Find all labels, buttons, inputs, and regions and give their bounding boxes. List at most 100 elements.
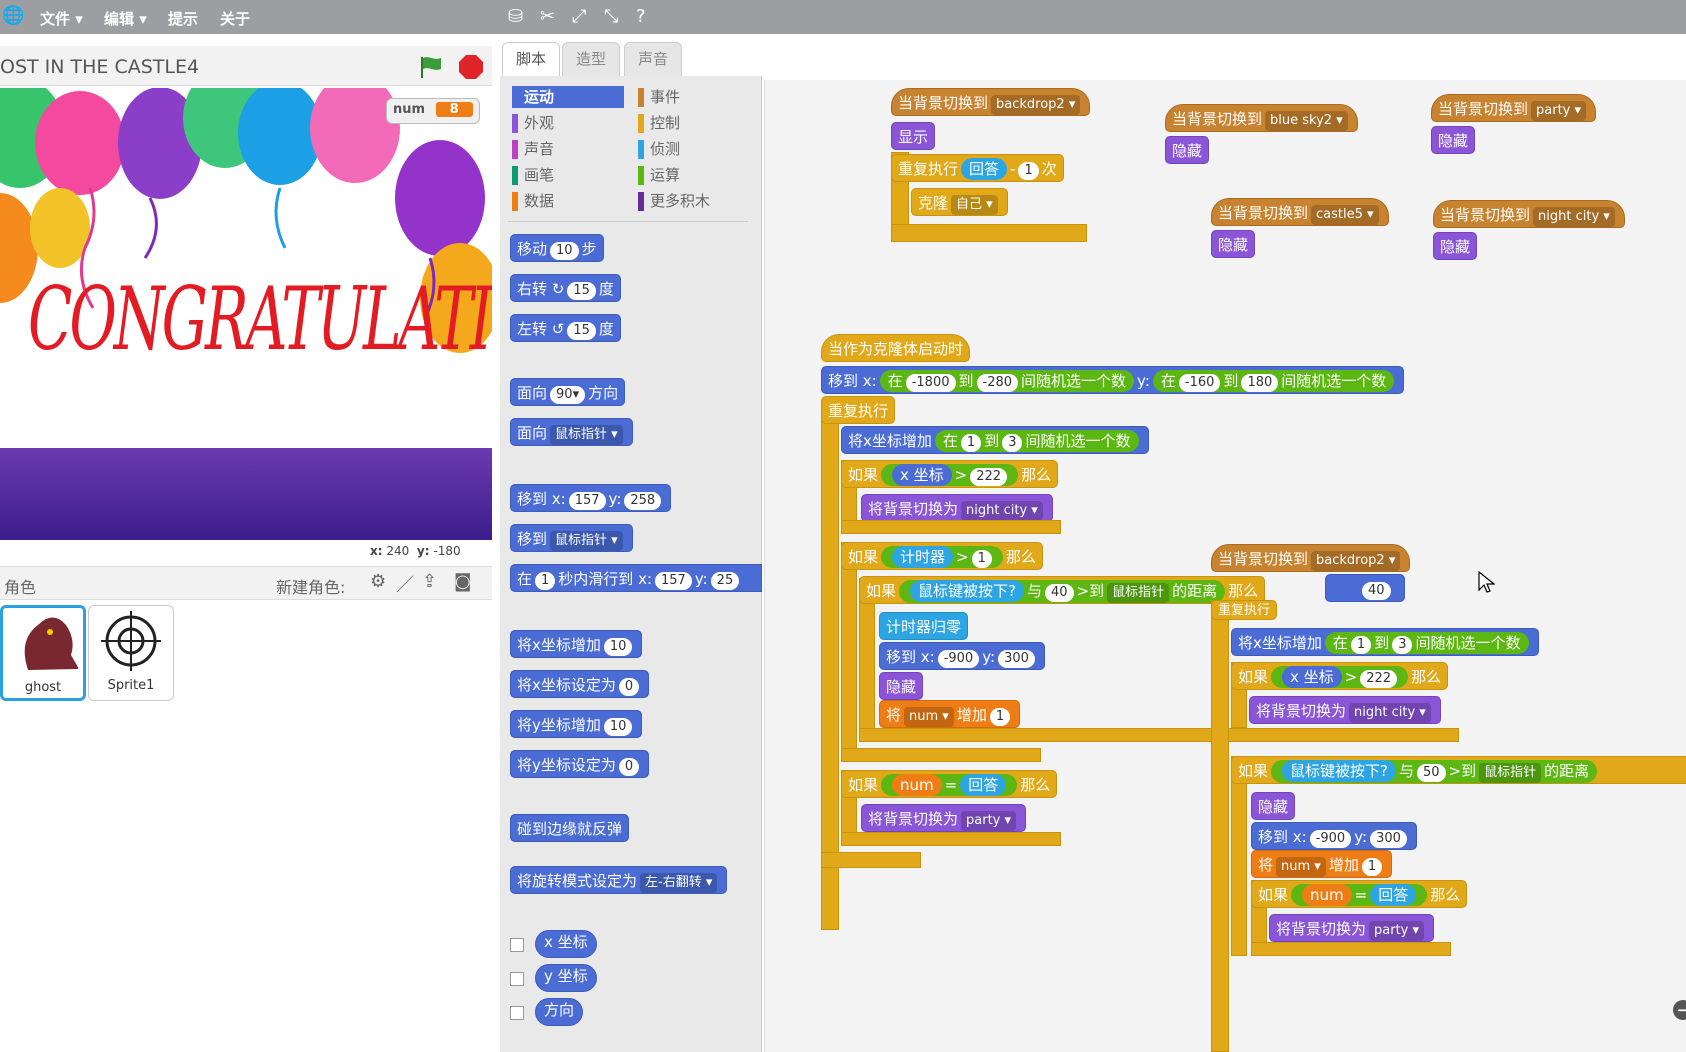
block-partially-hidden[interactable]: 40 — [1325, 574, 1405, 602]
hat-when-clone-start[interactable]: 当作为克隆体启动时 — [821, 334, 971, 362]
shrink-icon[interactable]: ⤡ — [604, 6, 619, 27]
sprite-library-icon[interactable]: ⚙ — [370, 571, 387, 592]
category-events[interactable]: 事件 — [638, 86, 680, 108]
help-icon[interactable]: ? — [636, 6, 646, 27]
checkbox-x[interactable] — [510, 938, 524, 952]
category-operators[interactable]: 运算 — [638, 164, 680, 186]
tab-costumes[interactable]: 造型 — [562, 42, 620, 76]
stop-icon[interactable] — [458, 54, 484, 80]
block-point-towards[interactable]: 面向鼠标指针 ▾ — [510, 418, 633, 446]
sprite-name: Sprite1 — [107, 678, 155, 693]
sprite-sprite1[interactable]: Sprite1 — [88, 605, 174, 701]
reporter-direction[interactable]: 方向 — [535, 998, 584, 1026]
block-goto[interactable]: 移到鼠标指针 ▾ — [510, 524, 633, 552]
zoom-out-icon[interactable]: − — [1673, 1000, 1686, 1020]
category-motion[interactable]: 运动 — [512, 86, 624, 108]
if-timer-arm — [841, 542, 857, 762]
category-data[interactable]: 数据 — [512, 190, 554, 212]
if-timer-bottom — [841, 748, 1041, 762]
category-pen[interactable]: 画笔 — [512, 164, 554, 186]
block-hide[interactable]: 隐藏 — [1431, 126, 1476, 154]
menu-edit[interactable]: 编辑 ▾ — [104, 10, 147, 28]
block-hide-2[interactable]: 隐藏 — [1251, 792, 1296, 820]
block-hide[interactable]: 隐藏 — [1211, 230, 1256, 258]
if-mouse-arm-2 — [1231, 756, 1247, 956]
block-show[interactable]: 显示 — [891, 122, 936, 150]
block-hide[interactable]: 隐藏 — [1165, 136, 1210, 164]
camera-icon[interactable]: ◙ — [454, 571, 472, 592]
block-bounce[interactable]: 碰到边缘就反弹 — [510, 814, 630, 842]
cut-icon[interactable]: ✂ — [540, 6, 556, 27]
variable-monitor[interactable]: num 8 — [386, 98, 480, 124]
checkbox-y[interactable] — [510, 972, 524, 986]
menu-file[interactable]: 文件 ▾ — [40, 10, 83, 28]
green-flag-icon[interactable] — [418, 54, 444, 80]
sprites-label: 角色 — [4, 578, 37, 597]
block-forever[interactable]: 重复执行 — [821, 396, 896, 424]
tab-sounds[interactable]: 声音 — [624, 42, 682, 76]
tab-scripts[interactable]: 脚本 — [502, 42, 560, 76]
globe-icon[interactable]: 🌐 — [2, 5, 25, 26]
category-control[interactable]: 控制 — [638, 112, 680, 134]
category-more-blocks[interactable]: 更多积木 — [638, 190, 710, 212]
block-rotation-style[interactable]: 将旋转模式设定为左-右翻转 ▾ — [510, 866, 728, 894]
sprite-ghost[interactable]: ghost — [0, 605, 86, 701]
duplicate-stamp-icon[interactable]: ⛁ — [508, 6, 524, 27]
checkbox-direction[interactable] — [510, 1006, 524, 1020]
project-title[interactable]: OST IN THE CASTLE4 — [0, 56, 200, 78]
upload-icon[interactable]: ⇪ — [422, 571, 438, 592]
reporter-y-position[interactable]: y 坐标 — [535, 964, 597, 992]
menu-about[interactable]: 关于 — [220, 10, 251, 28]
block-clone[interactable]: 克隆自己 ▾ — [911, 188, 1008, 216]
block-hide[interactable]: 隐藏 — [1433, 232, 1478, 260]
block-hide[interactable]: 隐藏 — [879, 672, 924, 700]
block-reset-timer[interactable]: 计时器归零 — [879, 612, 969, 640]
reporter-x-position[interactable]: x 坐标 — [535, 930, 597, 958]
block-forever-2[interactable]: 重复执行 — [1211, 600, 1278, 620]
paint-brush-icon[interactable]: ／ — [396, 575, 414, 596]
category-sensing[interactable]: 侦测 — [638, 138, 680, 160]
category-sound[interactable]: 声音 — [512, 138, 554, 160]
stage[interactable]: CONGRATULATION num 8 — [0, 88, 492, 540]
menu-tips[interactable]: 提示 — [168, 10, 199, 28]
category-looks[interactable]: 外观 — [512, 112, 554, 134]
grow-icon[interactable]: ⤢ — [572, 6, 587, 27]
